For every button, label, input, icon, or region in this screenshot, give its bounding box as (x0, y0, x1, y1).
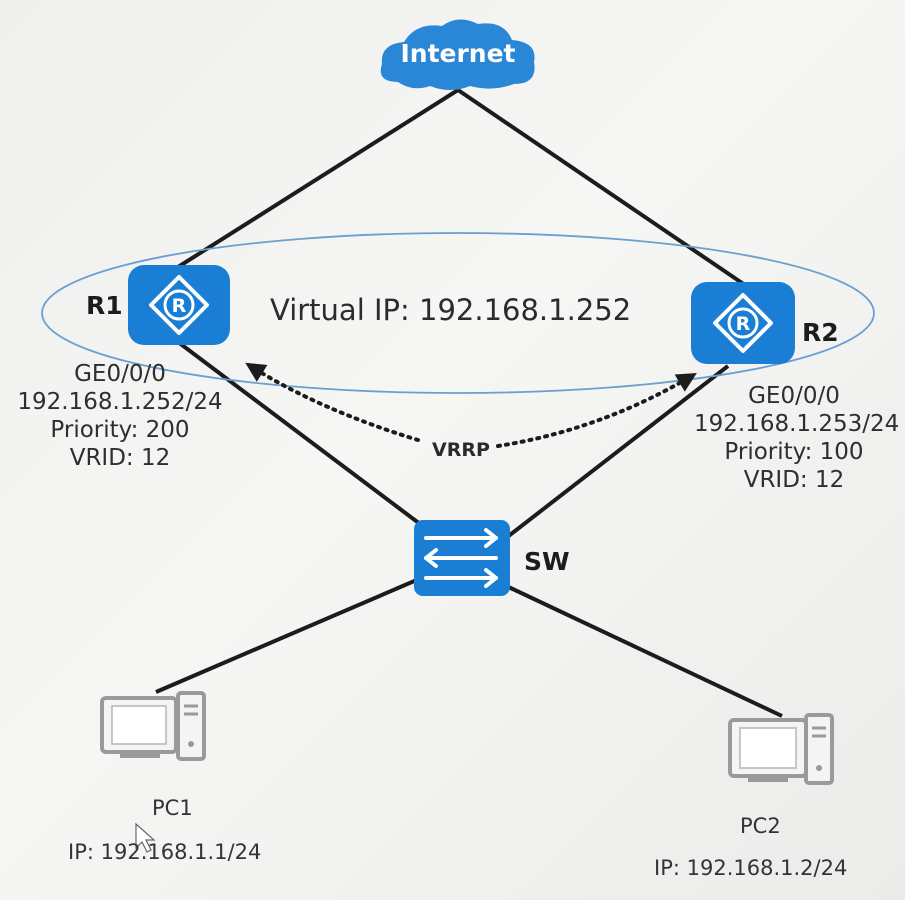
pc1-name: PC1 (152, 796, 193, 820)
router-r2: R (691, 282, 795, 364)
vrrp-label: VRRP (432, 439, 490, 461)
pc2-name: PC2 (740, 814, 781, 838)
switch-sw (414, 520, 510, 596)
link-sw-pc1 (155, 574, 427, 694)
vrrp-arrow-left (245, 362, 420, 442)
r1-priority: Priority: 200 (50, 417, 190, 443)
router-r1: R (128, 265, 230, 345)
r2-name: R2 (802, 318, 839, 347)
link-internet-r2 (456, 88, 747, 287)
internet-cloud (380, 19, 535, 90)
computer-icon (728, 713, 834, 785)
pc2-ip: IP: 192.168.1.2/24 (654, 856, 848, 880)
svg-text:R: R (736, 313, 751, 335)
pc1-computer (100, 691, 206, 761)
link-internet-r1 (176, 88, 460, 269)
router-icon: R (149, 275, 209, 335)
link-r1-sw (176, 340, 438, 538)
sw-name: SW (524, 547, 570, 576)
link-sw-pc2 (499, 581, 783, 718)
vrrp-arrow-right (496, 372, 697, 448)
mouse-cursor-icon (135, 822, 156, 853)
r1-name: R1 (86, 291, 123, 320)
pc2-computer (728, 713, 834, 785)
r1-info: GE0/0/0 192.168.1.252/24 Priority: 200 V… (10, 360, 230, 472)
r2-interface: GE0/0/0 (748, 383, 840, 409)
r2-info: GE0/0/0 192.168.1.253/24 Priority: 100 V… (694, 382, 900, 494)
r2-priority: Priority: 100 (724, 439, 864, 465)
link-r2-sw (504, 364, 730, 540)
computer-icon (100, 691, 206, 761)
vrrp-group-ellipse (41, 232, 875, 394)
router-icon: R (713, 293, 773, 353)
pc1-ip: IP: 192.168.1.1/24 (68, 840, 262, 864)
r1-interface: GE0/0/0 (74, 361, 166, 387)
svg-text:R: R (172, 295, 187, 317)
r1-vrid: VRID: 12 (69, 445, 171, 471)
virtual-ip-label: Virtual IP: 192.168.1.252 (270, 293, 632, 327)
switch-icon (424, 528, 498, 588)
r2-vrid: VRID: 12 (743, 467, 845, 493)
r1-ip: 192.168.1.252/24 (17, 389, 223, 415)
internet-label: Internet (400, 39, 515, 68)
r2-ip: 192.168.1.253/24 (694, 411, 900, 437)
